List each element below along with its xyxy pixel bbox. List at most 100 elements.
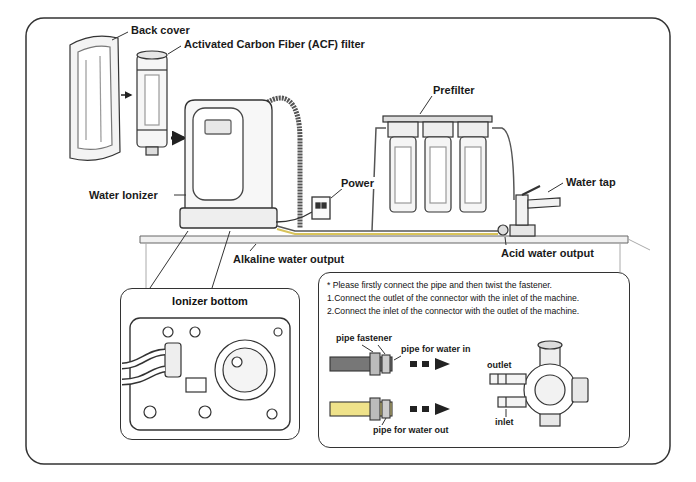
prefilter-part [460, 137, 486, 212]
connector-part [540, 414, 560, 426]
connector [490, 341, 588, 426]
bottom-view-part [215, 340, 275, 400]
bottom-view-part [165, 343, 181, 377]
prefilter-part [430, 147, 446, 203]
port-label: outlet [486, 361, 513, 371]
water-ionizer-part [185, 100, 272, 210]
acf-filter [137, 51, 167, 155]
leader-line-part [168, 46, 181, 54]
back-cover [70, 36, 120, 160]
instruction-box: * Please firstly connect the pipe and th… [318, 272, 630, 448]
back-cover-part [70, 36, 120, 160]
bottom-view-part [163, 327, 173, 337]
prefilter-part [390, 137, 416, 212]
water-tap [498, 186, 560, 236]
leader-line-part [150, 231, 188, 288]
part-label: Water tap [565, 176, 617, 188]
connector-part [538, 341, 562, 349]
part-label: Activated Carbon Fiber (ACF) filter [183, 38, 366, 50]
prefilter-part [458, 122, 488, 137]
output-label: Acid water output [500, 247, 595, 259]
counter-part [620, 243, 621, 272]
panel-heading: Ionizer bottom [129, 295, 291, 308]
water-ionizer [180, 100, 277, 228]
part-label: Back cover [130, 24, 191, 36]
instruction-line: 1.Connect the outlet of the connector wi… [327, 292, 621, 305]
part-label: Prefilter [432, 84, 476, 96]
part-label: Power [340, 177, 375, 189]
leader-line-part [331, 188, 343, 198]
view-panel: Ionizer bottom [120, 288, 300, 440]
leader-line-part [394, 356, 401, 360]
back-cover-part [78, 46, 112, 149]
water-tap-part [516, 195, 528, 225]
connector-part [490, 374, 526, 384]
dash-arrow-part [435, 403, 450, 415]
power-cord-part [316, 203, 320, 208]
leader-line-part [420, 96, 432, 114]
connector-part [572, 378, 588, 402]
connector-part [498, 397, 526, 407]
leader-line-part [382, 418, 386, 425]
part-label: pipe for water out [372, 426, 450, 436]
counter-part [146, 243, 147, 288]
bottom-view-part [122, 352, 165, 366]
part-label: pipe for water in [400, 345, 472, 355]
water-ionizer-part [205, 120, 231, 134]
bottom-view-part [267, 409, 277, 419]
acf-filter-part [137, 55, 167, 147]
water-tap-part [510, 225, 535, 236]
counter-pipes-part [277, 226, 500, 231]
pipe-fasteners-part [370, 398, 380, 420]
bottom-view-part [122, 352, 165, 366]
dash-arrow-part [422, 406, 429, 412]
back-cover-part [85, 60, 86, 140]
pipe-fasteners [330, 353, 392, 420]
acf-filter-part [137, 51, 167, 59]
bottom-view-part [223, 348, 267, 392]
water-tap-part [528, 198, 560, 208]
leader-line-part [112, 32, 128, 40]
bottom-view-part [232, 357, 242, 367]
leader-line-part [362, 345, 373, 352]
counter-part [140, 236, 628, 243]
water-tap-part [522, 186, 540, 195]
output-label: Alkaline water output [232, 253, 345, 265]
prefilter-part [388, 122, 418, 137]
connector-part [524, 364, 576, 416]
bottom-view-part [122, 369, 165, 382]
connector-part [535, 375, 565, 405]
pipe-fasteners-part [382, 355, 390, 373]
acf-filter-part [137, 69, 167, 70]
back-cover-part [100, 56, 101, 142]
counter-part [628, 239, 650, 250]
insert-arrow-part [171, 137, 184, 140]
bottom-view-part [199, 406, 211, 418]
prefilter-part [423, 122, 453, 137]
prefilter [383, 116, 492, 212]
leader-line-part [506, 409, 507, 417]
acf-filter-part [146, 147, 158, 155]
part-label: pipe fastener [335, 334, 393, 344]
instruction-line: * Please firstly connect the pipe and th… [327, 279, 621, 292]
dash-arrow-part [435, 358, 450, 370]
box-ground-part [120, 288, 300, 440]
counter-pipes-part [492, 128, 514, 200]
part-label: Water Ionizer [88, 189, 159, 201]
dash-arrow [410, 358, 450, 415]
power-cord-part [322, 203, 326, 208]
leader-line [112, 32, 563, 425]
port-label: inlet [494, 418, 515, 428]
connector-part [505, 397, 506, 407]
acf-filter-part [145, 75, 159, 125]
bottom-view-part [186, 378, 206, 392]
power-cord-part [312, 197, 330, 219]
counter-pipes [277, 128, 514, 234]
prefilter-part [425, 137, 451, 212]
dash-arrow-part [410, 361, 417, 367]
acf-filter-part [137, 129, 167, 130]
prefilter-part [465, 147, 481, 203]
dash-arrow-part [422, 361, 429, 367]
power-cord [276, 197, 330, 222]
